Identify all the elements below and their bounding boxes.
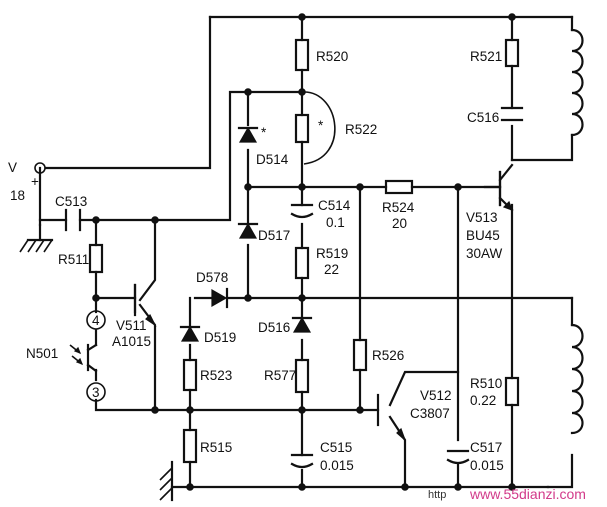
label-c515: C515 [320,440,352,455]
label-c515-value: 0.015 [320,458,354,473]
label-c513: C513 [55,194,87,209]
watermark: http www.55dianzi.com [428,486,586,502]
label-r510: R510 [470,376,502,391]
label-pin3: 3 [92,385,100,400]
label-v-supply: V [8,160,17,175]
label-r522-star: * [318,118,324,133]
label-v511-type: A1015 [112,334,151,349]
label-c514-value: 0.1 [326,215,345,230]
label-r515: R515 [200,440,232,455]
c514-capacitor [290,203,314,219]
label-d514: D514 [256,152,289,167]
label-v513-rating: 30AW [466,246,503,261]
r520-resistor [294,38,310,72]
junctions [92,13,516,491]
label-c514: C514 [318,198,351,213]
top-coil [570,28,584,137]
label-v-supply-value: 18 [10,188,25,203]
r515-resistor [182,428,198,464]
v513-transistor [498,163,514,212]
watermark-site: www.55dianzi.com [469,486,586,502]
v511-transistor [133,283,157,327]
r522-resistor [294,113,310,144]
label-d517: D517 [258,228,290,243]
d516-diode [291,316,313,333]
r519-resistor [294,246,310,280]
labels: R520 R521 * R522 C516 * D514 V 18 C513 C… [8,49,504,473]
label-r523: R523 [200,368,232,383]
label-r577: R577 [264,368,296,383]
c516-capacitor [500,106,524,122]
r577-resistor [294,358,310,394]
r524-resistor [384,179,414,195]
label-v513: V513 [466,210,498,225]
label-v511: V511 [116,318,147,333]
r521-resistor [504,38,520,68]
label-r521: R521 [470,49,502,64]
watermark-prefix: http [428,489,446,501]
r523-resistor [182,358,198,392]
r526-resistor [352,338,368,372]
label-c517-value: 0.015 [470,458,504,473]
label-v513-type: BU45 [466,228,500,243]
label-c516: C516 [467,110,499,125]
label-r519: R519 [316,246,348,261]
d578-diode [211,287,229,309]
bottom-coil [570,323,584,435]
label-d516: D516 [258,320,290,335]
d517-diode [237,222,259,239]
d519-diode [179,325,201,342]
n501-phototransistor [69,310,106,402]
r510-resistor [504,376,520,407]
label-d519: D519 [204,330,236,345]
r522-bracket [303,91,336,165]
label-v512: V512 [420,388,452,403]
label-r511: R511 [58,252,89,267]
c517-capacitor [446,449,470,465]
label-r519-value: 22 [324,262,339,277]
label-r522: R522 [345,122,377,137]
v-input-terminal [34,162,46,174]
label-r520: R520 [316,49,348,64]
label-v512-type: C3807 [410,406,450,421]
c515-capacitor [290,453,314,469]
label-c517: C517 [470,440,502,455]
label-r526: R526 [372,348,404,363]
label-r524: R524 [382,200,415,215]
label-d578: D578 [196,270,228,285]
label-d514-star: * [261,125,267,140]
label-r524-value: 20 [392,216,407,231]
r511-resistor [88,243,104,274]
label-r510-value: 0.22 [470,393,496,408]
c513-capacitor [64,208,82,232]
d514-diode [237,126,259,143]
svg-text:+: + [31,174,39,189]
v512-transistor [396,427,406,441]
label-pin4: 4 [92,313,100,328]
label-n501: N501 [26,346,58,361]
